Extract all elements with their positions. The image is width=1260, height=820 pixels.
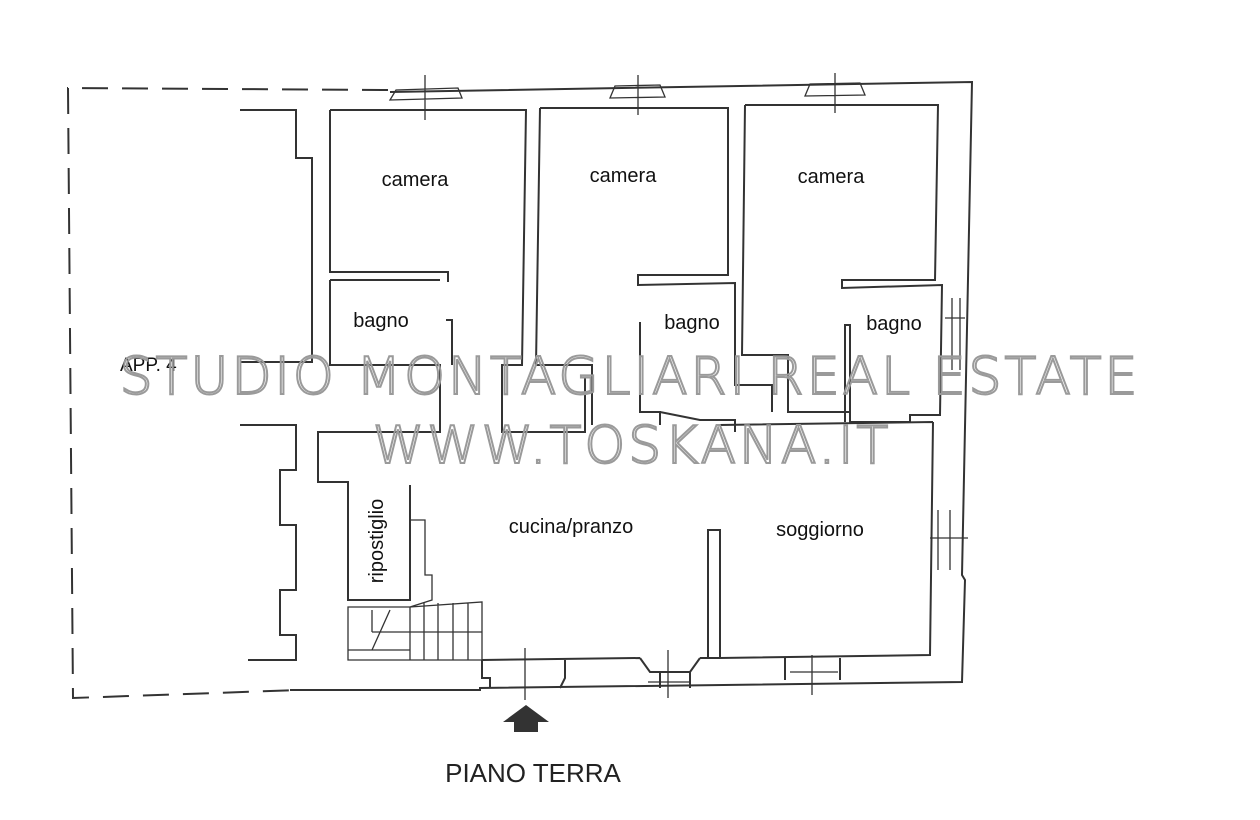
room-label-camera-3: camera [798, 166, 866, 188]
room-label-bagno-2: bagno [664, 312, 720, 334]
room-label-ripostiglio: ripostiglio [366, 499, 388, 583]
room-label-cucina: cucina/pranzo [509, 516, 634, 538]
camera-3-walls [707, 104, 944, 660]
watermark-line-1: STUDIO MONTAGLIARI REAL ESTATE [120, 347, 1141, 407]
app4-dashed-outline [66, 86, 389, 700]
camera-2-walls [534, 107, 773, 432]
window-marks [388, 73, 968, 700]
outer-wall-inner [240, 109, 313, 661]
camera-1-walls [317, 109, 586, 601]
room-label-soggiorno: soggiorno [776, 519, 864, 541]
watermark-line-2: WWW.TOSKANA.IT [373, 416, 891, 476]
label-app4: APP. 4 [120, 355, 177, 376]
room-label-bagno-3: bagno [866, 313, 922, 335]
outer-wall [290, 80, 974, 691]
room-label-bagno-1: bagno [353, 310, 409, 332]
room-label-camera-2: camera [590, 165, 658, 187]
staircase [347, 519, 483, 661]
floor-title: PIANO TERRA [445, 758, 621, 788]
room-label-camera-1: camera [382, 169, 450, 191]
bottom-wall-detail [481, 657, 841, 689]
entrance-arrow-icon [503, 705, 549, 732]
